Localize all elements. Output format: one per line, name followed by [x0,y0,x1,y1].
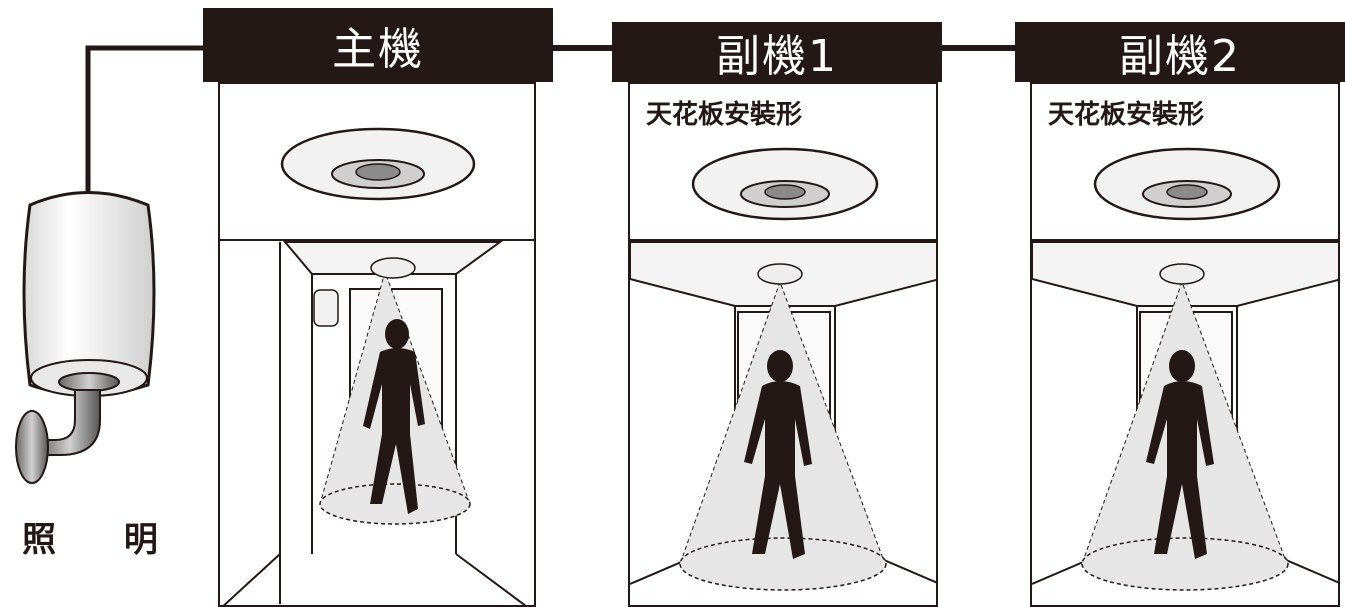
walking-person-icon [363,319,425,514]
master-unit-header: 主機 [203,8,553,82]
ceiling-sensor-icon [691,147,879,221]
walking-person-icon [744,350,812,559]
corridor-scene-illustration [1032,241,1338,591]
slave-unit-2-header: 副機2 [1015,22,1345,82]
lamp-label: 照 明 [22,520,186,560]
corridor-scene-illustration [630,241,936,591]
ceiling-sensor-icon [280,127,476,201]
slave-unit-2-panel: 天花板安裝形 [1030,82,1340,607]
slave-unit-2-subtitle: 天花板安裝形 [1048,100,1205,130]
slave-unit-1-panel: 天花板安裝形 [628,82,938,607]
ceiling-sensor-icon [1093,147,1281,221]
master-unit-panel [218,82,536,607]
walking-person-icon [1146,350,1214,559]
slave-unit-1-subtitle: 天花板安裝形 [646,100,803,130]
corridor-scene-illustration [222,241,527,605]
slave-unit-1-header: 副機1 [612,22,942,82]
